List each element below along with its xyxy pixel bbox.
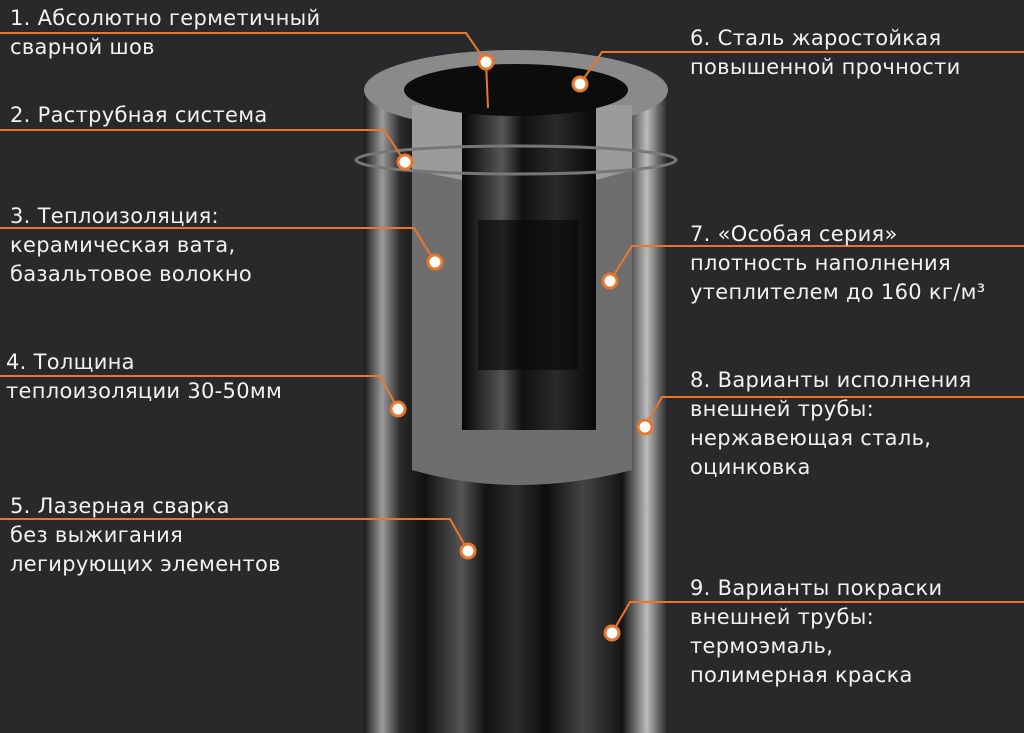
marker-4 <box>389 400 407 418</box>
marker-8 <box>636 418 654 436</box>
label-3-line: базальтовое волокно <box>10 262 253 286</box>
label-2: 2. Раструбная система <box>10 101 268 130</box>
label-9-line: полимерная краска <box>690 663 913 687</box>
label-3-line: керамическая вата, <box>10 233 236 257</box>
marker-9 <box>603 624 621 642</box>
label-5: 5. Лазерная сварка без выжигания легирую… <box>10 492 281 579</box>
marker-3 <box>426 253 444 271</box>
label-1: 1. Абсолютно герметичный сварной шов <box>10 4 321 62</box>
label-5-line: легирующих элементов <box>10 552 281 576</box>
label-7: 7. «Особая серия» плотность наполнения у… <box>690 220 985 307</box>
label-6: 6. Сталь жаростойкая повышенной прочност… <box>690 24 961 82</box>
label-5-line: без выжигания <box>10 523 184 547</box>
label-2-line: 2. Раструбная система <box>10 103 268 127</box>
label-6-line: 6. Сталь жаростойкая <box>690 26 942 50</box>
label-5-line: 5. Лазерная сварка <box>10 494 230 518</box>
label-7-line: 7. «Особая серия» <box>690 222 898 246</box>
label-1-line: 1. Абсолютно герметичный <box>10 6 321 30</box>
pipe <box>354 50 678 733</box>
label-8-line: нержавеющая сталь, <box>690 426 932 450</box>
label-9: 9. Варианты покраски внешней трубы: терм… <box>690 574 942 690</box>
label-8-line: оцинковка <box>690 455 811 479</box>
marker-5 <box>459 542 477 560</box>
label-3: 3. Теплоизоляция: керамическая вата, баз… <box>10 202 252 289</box>
label-3-line: 3. Теплоизоляция: <box>10 204 219 228</box>
label-9-line: 9. Варианты покраски <box>690 576 943 600</box>
label-7-line: утеплителем до 160 кг/м³ <box>690 280 986 304</box>
label-8: 8. Варианты исполнения внешней трубы: не… <box>690 366 972 482</box>
label-4-line: теплоизоляции 30-50мм <box>6 379 283 403</box>
label-9-line: внешней трубы: <box>690 605 875 629</box>
label-1-line: сварной шов <box>10 35 155 59</box>
label-7-line: плотность наполнения <box>690 251 951 275</box>
marker-1 <box>477 53 495 71</box>
label-8-line: 8. Варианты исполнения <box>690 368 972 392</box>
label-4-line: 4. Толщина <box>6 350 135 374</box>
label-4: 4. Толщина теплоизоляции 30-50мм <box>6 348 282 406</box>
marker-6 <box>571 75 589 93</box>
leader-lines <box>0 32 1024 634</box>
marker-dots <box>389 53 654 642</box>
label-6-line: повышенной прочности <box>690 55 961 79</box>
marker-2 <box>396 153 414 171</box>
label-9-line: термоэмаль, <box>690 634 834 658</box>
marker-7 <box>601 272 619 290</box>
label-8-line: внешней трубы: <box>690 397 875 421</box>
